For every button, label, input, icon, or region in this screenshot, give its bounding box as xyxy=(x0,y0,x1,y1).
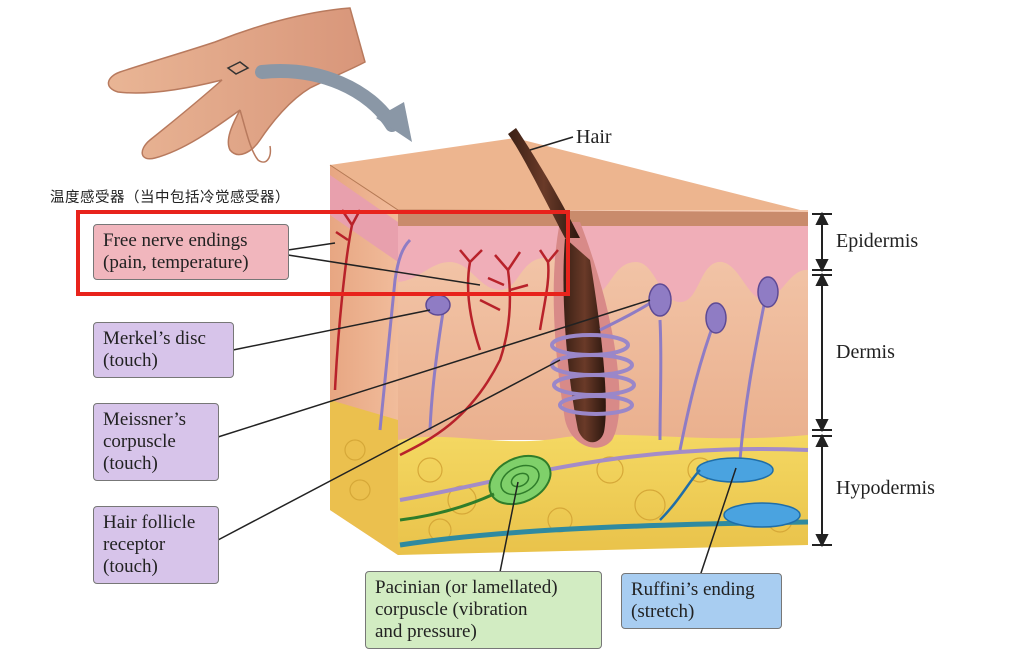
leader-lines xyxy=(217,136,737,577)
highlight-box xyxy=(76,210,570,296)
hand-illustration xyxy=(107,7,366,163)
dermis-label: Dermis xyxy=(836,341,895,363)
hypodermis-label: Hypodermis xyxy=(836,477,935,499)
hair-follicle-receptor-label: Hair follicle receptor (touch) xyxy=(93,506,219,584)
layer-brackets xyxy=(812,211,832,548)
pacinian-corpuscle-label: Pacinian (or lamellated) corpuscle (vibr… xyxy=(365,571,602,649)
corpuscle-icons xyxy=(425,276,779,334)
ruffinis-ending-label: Ruffini’s ending (stretch) xyxy=(621,573,782,629)
meissners-corpuscle-label: Meissner’s corpuscle (touch) xyxy=(93,403,219,481)
pacinian-corpuscle-icon xyxy=(399,454,552,522)
arrow-icon xyxy=(255,64,412,142)
merkels-disc-label: Merkel’s disc (touch) xyxy=(93,322,234,378)
free-nerve-endings xyxy=(333,209,559,457)
free-nerve-endings-label: Free nerve endings (pain, temperature) xyxy=(93,224,289,280)
epidermis-label: Epidermis xyxy=(836,230,919,252)
chinese-caption: 温度感受器（当中包括冷觉感受器） xyxy=(50,190,290,206)
hair-label: Hair xyxy=(576,126,612,148)
